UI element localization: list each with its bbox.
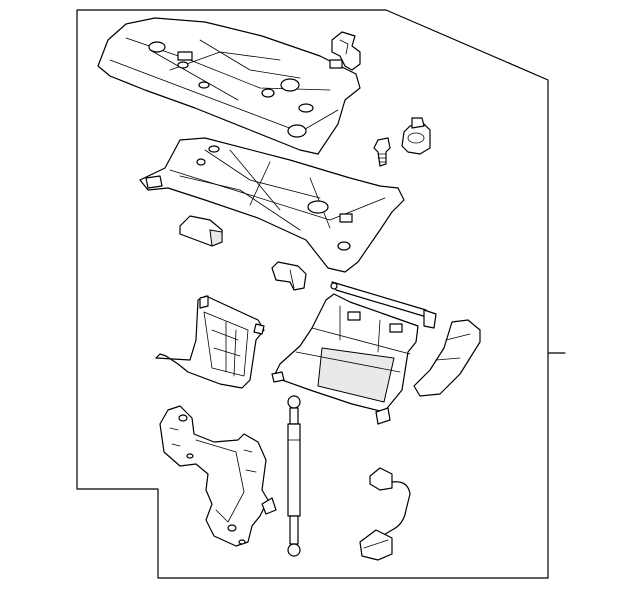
diagram-border [76, 9, 549, 579]
upper-cover-panel [97, 17, 361, 155]
box-liner [271, 293, 419, 425]
mounting-bracket [159, 405, 277, 547]
bolt-stud [373, 137, 391, 167]
upper-bracket-frame [139, 137, 405, 273]
end-cap [413, 319, 481, 397]
lamp-harness [359, 467, 411, 561]
damper-strut [287, 395, 301, 557]
small-pad [179, 215, 223, 247]
side-hinge-bracket [155, 295, 265, 389]
rubber-cushion [271, 261, 307, 291]
bumper-stop [401, 117, 431, 155]
wire-clip [331, 31, 361, 71]
hinge-rod [330, 281, 437, 329]
